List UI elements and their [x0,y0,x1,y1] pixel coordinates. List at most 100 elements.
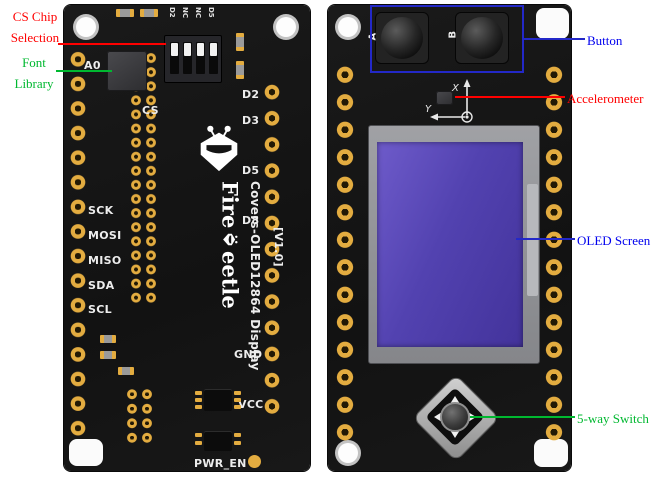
ic-chip [204,431,232,451]
board-subtitle: Covers-OLED12864 Display [248,181,262,371]
mounting-hole [276,17,296,37]
left-pcb-board: D2 NC NC D5 A0 CS Fire [64,5,310,471]
axis-y-label: Y [425,104,432,115]
dip-pin-label: D2 [168,7,176,18]
oled-connector-notch [527,184,538,296]
solder-pad [195,391,202,395]
mounting-hole [338,17,358,37]
pin-hole-column [126,387,138,445]
pin-hole-column [545,61,563,447]
dip-pin-label: D5 [207,7,215,18]
nav-arrow-left-icon [434,412,442,422]
annotation-text: Selection [10,30,60,45]
button-callout-box [370,5,524,73]
oled-frame [368,125,540,364]
annotation-font-library: Font Library [6,52,62,94]
annotation-line-button [522,38,585,40]
brand-text-bottom: eetle [217,251,243,310]
brand-text-column: Fire eetle [214,181,246,377]
annotation-line-accelerometer [455,96,565,98]
mounting-pad [536,8,569,39]
pin-label-mosi: MOSI [88,229,122,242]
annotation-line-font-library [56,70,112,72]
firebeetle-logo-icon [200,125,238,172]
annotation-oled-screen: OLED Screen [577,233,651,248]
annotation-cs-chip-selection: CS Chip Selection [4,6,66,48]
pin-hole-column [336,61,354,447]
solder-pad [195,433,202,437]
solder-pad [234,398,241,402]
passive-component [100,335,116,343]
pin-hole-column [145,51,157,305]
pin-label-a0: A0 [84,59,101,72]
pin-label-d8: D8 [242,214,260,227]
dip-switch-lever [197,43,204,56]
dip-switch [164,35,222,83]
solder-pad [195,398,202,402]
dip-switch-lever [210,43,217,56]
solder-pad [234,391,241,395]
cs-silkscreen-label: CS [142,104,159,117]
annotation-line-oled [516,238,575,240]
pin-hole-column [264,79,280,419]
annotation-five-way-switch: 5-way Switch [577,411,649,426]
button-b [455,12,509,64]
button-b-cap [461,17,503,59]
annotation-line-cs [58,43,166,45]
font-library-chip [107,51,147,91]
pin-label-miso: MISO [88,254,122,267]
axis-x-label: X [451,83,460,94]
pin-label-vcc: VCC [238,398,264,411]
dip-switch-lever [171,43,178,56]
solder-pad [195,441,202,445]
passive-component [100,351,116,359]
annotation-line-five-way [470,416,575,418]
dip-switch-slot [183,42,192,74]
annotation-text: CS Chip [12,9,58,24]
pin-hole-column [141,387,153,445]
passive-component [116,9,134,17]
board-version: [V1.0] [272,227,285,267]
dip-switch-slot [170,42,179,74]
button-a [375,12,429,64]
pin-hole-column [130,51,142,305]
pin-hole-column [70,47,86,441]
dip-pin-label: NC [194,7,202,18]
switch-center-button [440,402,470,432]
annotation-text: Library [14,76,54,91]
brand-text-top: Fire [217,181,243,229]
mounting-hole [338,443,358,463]
solder-pad [234,405,241,409]
nav-arrow-down-icon [450,430,460,438]
mounting-pad [69,439,103,466]
pin-label-pwr-en: PWR_EN [194,457,247,470]
pin-label-scl: SCL [88,303,112,316]
pin-label-sck: SCK [88,204,114,217]
pin-label-sda: SDA [88,279,115,292]
oled-screen [377,142,523,347]
annotation-button: Button [587,33,623,48]
right-pcb-board: A B X Y [328,5,571,471]
pin-label-d3: D3 [242,114,260,127]
accelerometer-chip [436,91,453,105]
axis-indicator: X Y [425,79,473,123]
pin-label-gnd: GND [234,348,263,361]
pin-label-d5: D5 [242,164,260,177]
nav-arrow-up-icon [450,396,460,404]
beetle-glyph-icon [223,234,238,246]
annotation-accelerometer: Accelerometer [567,91,644,106]
solder-pad [234,433,241,437]
passive-component [236,61,244,79]
pin-label-d2: D2 [242,88,260,101]
dip-switch-slot [209,42,218,74]
solder-pad [234,441,241,445]
dip-switch-lever [184,43,191,56]
dip-switch-slot [196,42,205,74]
passive-component [236,33,244,51]
passive-component [118,367,134,375]
button-a-cap [381,17,423,59]
passive-component [140,9,158,17]
pwr-en-pad [248,455,261,468]
mounting-hole [76,17,96,37]
